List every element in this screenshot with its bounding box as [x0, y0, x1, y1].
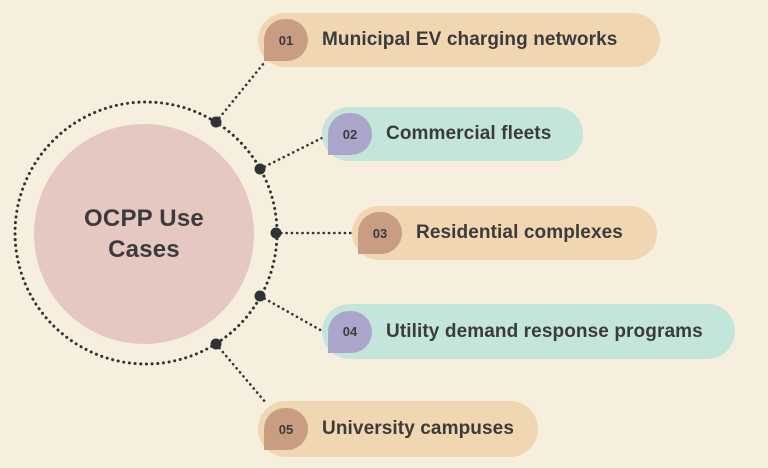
junction-dot-3 [270, 227, 282, 239]
junction-dot-5 [210, 338, 222, 350]
use-case-item-5: 05 University campuses [258, 401, 538, 457]
junction-dot-4 [254, 290, 266, 302]
connector-line-4 [258, 294, 324, 333]
connector-line-5 [214, 342, 268, 405]
connector-line-1 [214, 61, 266, 124]
use-case-item-1: 01 Municipal EV charging networks [258, 13, 660, 67]
use-case-item-2: 02 Commercial fleets [322, 107, 583, 161]
use-case-item-4: 04 Utility demand response programs [322, 304, 735, 359]
central-topic-title-line2: Cases [108, 236, 180, 263]
item-number-badge: 01 [264, 19, 308, 61]
item-label: Commercial fleets [386, 123, 552, 144]
item-label: Municipal EV charging networks [322, 29, 618, 50]
connector-line-2 [258, 136, 324, 171]
item-number-badge: 05 [264, 408, 308, 450]
junction-dot-1 [210, 116, 222, 128]
use-case-item-3: 03 Residential complexes [352, 206, 657, 260]
junction-dot-2 [254, 163, 266, 175]
item-label: Utility demand response programs [386, 320, 703, 342]
central-topic-title-line1: OCPP Use [84, 205, 204, 232]
item-label: University campuses [322, 418, 514, 439]
item-number-badge: 02 [328, 113, 372, 155]
item-number-badge: 03 [358, 212, 402, 254]
item-number-badge: 04 [328, 310, 372, 353]
item-label: Residential complexes [416, 222, 623, 243]
central-topic-title: OCPP Use Cases [84, 203, 204, 265]
central-topic-circle: OCPP Use Cases [34, 124, 254, 344]
